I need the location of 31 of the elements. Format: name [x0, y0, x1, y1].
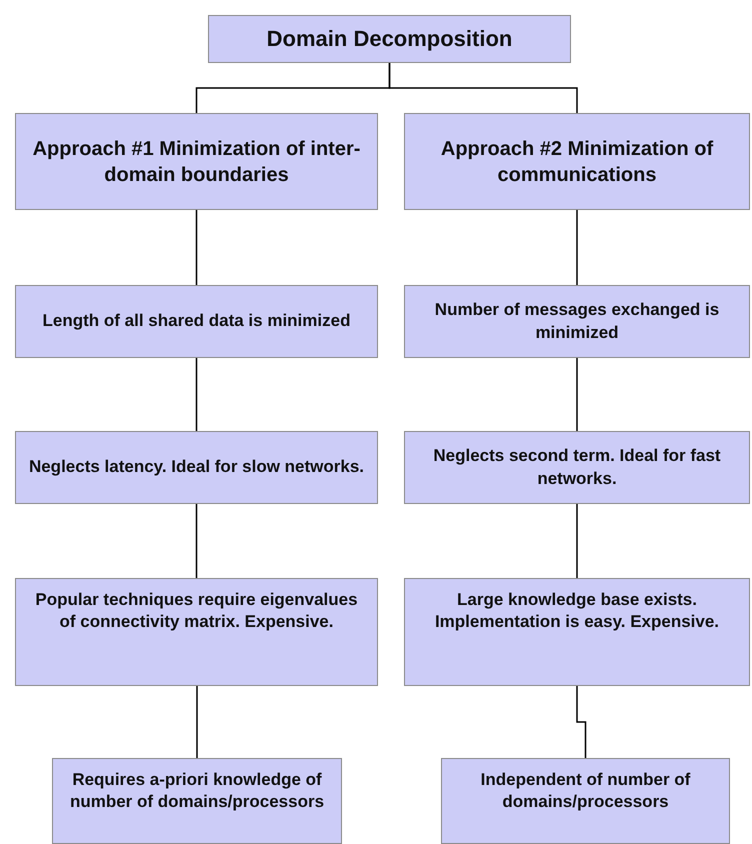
- connector-line: [196, 686, 198, 758]
- box-text: Neglects second term. Ideal for fast networks.: [432, 445, 722, 490]
- process-box: [404, 431, 750, 504]
- connector-line: [576, 504, 578, 578]
- connector-line: [196, 504, 198, 578]
- process-box: [404, 578, 750, 686]
- box-text: Domain Decomposition: [266, 24, 512, 53]
- box-text: Neglects latency. Ideal for slow networks.: [28, 456, 364, 478]
- connector-line: [196, 358, 198, 431]
- box-text: Length of all shared data is minimized: [42, 310, 350, 332]
- box-text: Large knowledge base exists. Implementation is easy. Expensive.: [434, 589, 720, 634]
- connector-line: [388, 63, 578, 113]
- box-text: Requires a-priori knowledge of number of domains/processors: [68, 769, 326, 814]
- process-box: [15, 431, 378, 504]
- process-box: [15, 578, 378, 686]
- box-text: Approach #2 Minimization of communications: [440, 136, 714, 188]
- connector-line: [576, 358, 578, 431]
- connector-line: [576, 686, 586, 758]
- connector-line: [196, 210, 198, 285]
- process-box: [15, 113, 378, 210]
- process-box: [441, 758, 730, 844]
- process-box: [15, 285, 378, 358]
- box-text: Independent of number of domains/processors: [480, 769, 692, 814]
- box-text: Approach #1 Minimization of inter-domain boundaries: [32, 136, 362, 188]
- connector-line: [576, 210, 578, 285]
- process-box: [52, 758, 342, 844]
- process-box: [404, 285, 750, 358]
- box-text: Number of messages exchanged is minimized: [434, 299, 720, 344]
- process-box: [208, 15, 571, 63]
- process-box: [404, 113, 750, 210]
- box-text: Popular techniques require eigenvalues of connectivity matrix. Expensive.: [34, 589, 359, 634]
